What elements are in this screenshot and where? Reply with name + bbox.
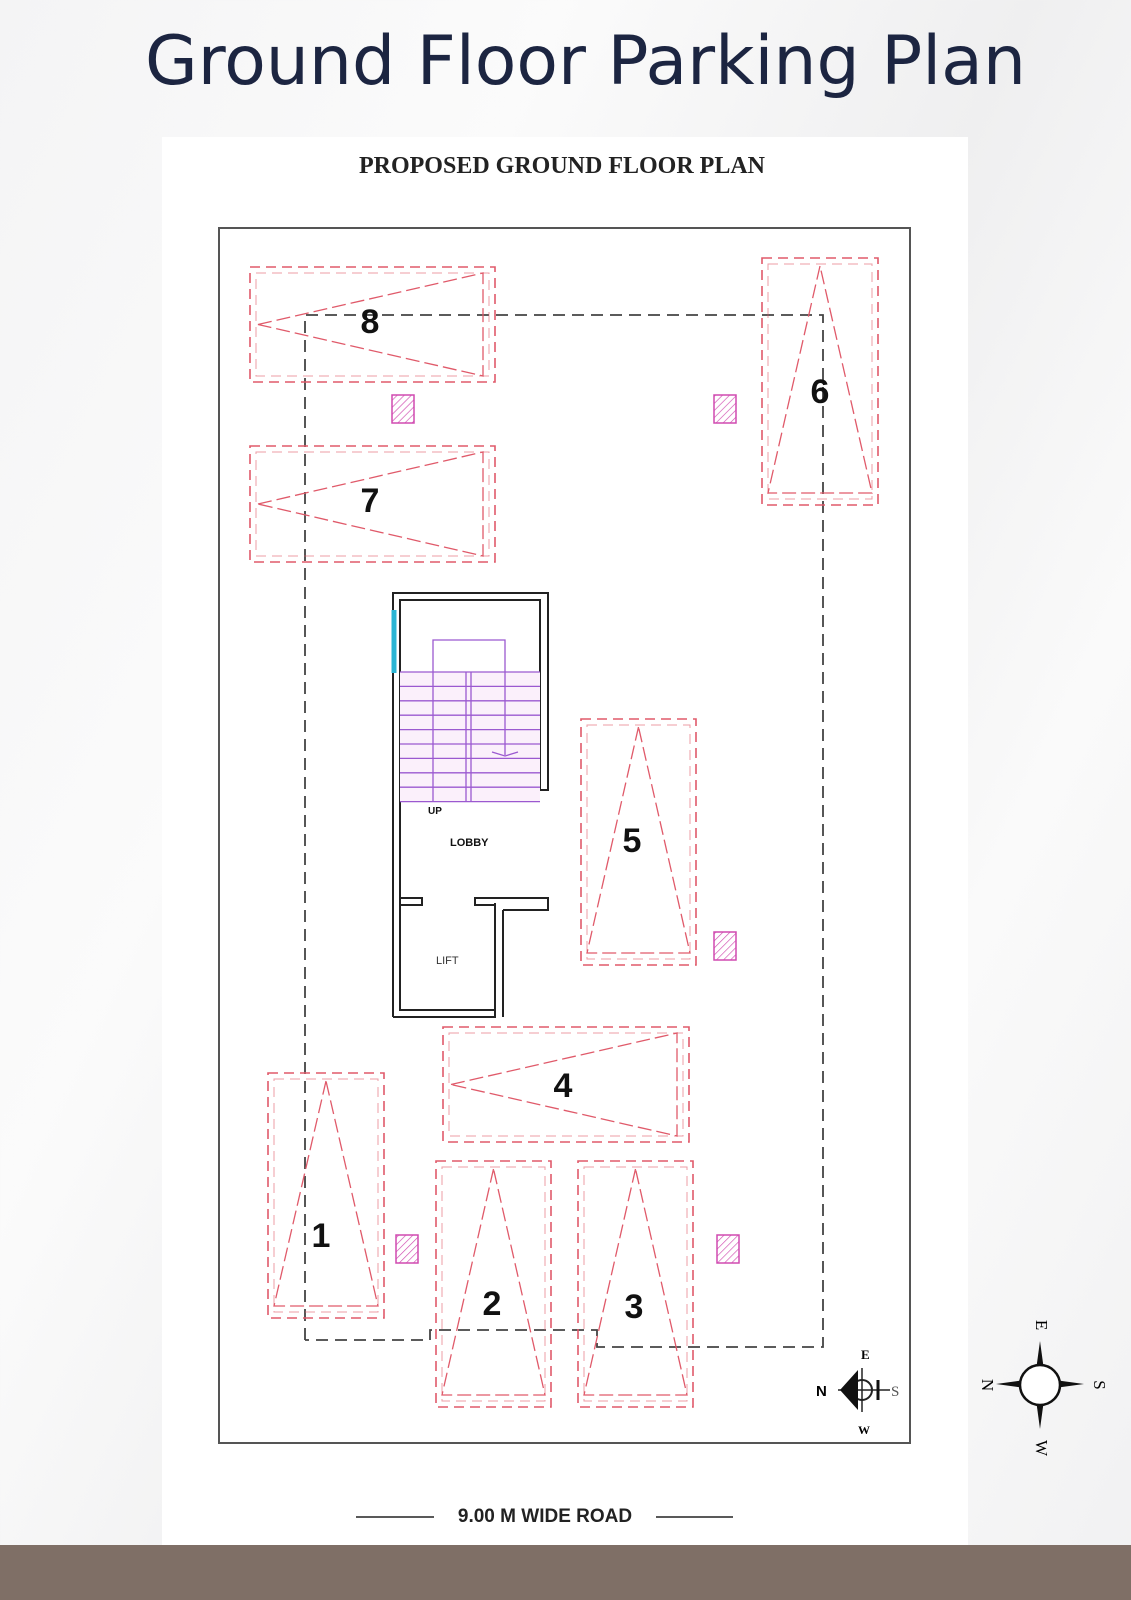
parking-slot-5: 5 xyxy=(580,718,697,966)
parking-slot-1: 1 xyxy=(267,1072,385,1319)
column-marker xyxy=(713,394,737,424)
plan-title: PROPOSED GROUND FLOOR PLAN xyxy=(359,153,766,179)
lift-label: LIFT xyxy=(436,955,459,967)
column-marker xyxy=(713,931,737,961)
drawing-sheet xyxy=(162,137,968,1545)
staircase xyxy=(400,639,540,803)
parking-slot-number: 7 xyxy=(361,482,380,520)
up-label: UP xyxy=(428,806,442,817)
compass-large-n: N xyxy=(978,1379,997,1391)
compass-large-w: W xyxy=(1032,1440,1051,1457)
parking-slot-number: 8 xyxy=(361,303,380,341)
column-marker xyxy=(716,1234,740,1264)
parking-slot-number: 4 xyxy=(554,1067,573,1105)
footer-bar xyxy=(0,1545,1131,1600)
compass-n: N xyxy=(816,1383,827,1400)
parking-slot-number: 2 xyxy=(483,1285,502,1323)
stair-core xyxy=(391,592,549,1018)
compass-small: N E S W xyxy=(816,1347,899,1437)
column-marker xyxy=(395,1234,419,1264)
parking-slot-3: 3 xyxy=(577,1160,694,1408)
parking-slot-8: 8 xyxy=(249,266,496,383)
parking-slot-6: 6 xyxy=(761,257,879,506)
compass-s: S xyxy=(891,1384,899,1400)
parking-slot-4: 4 xyxy=(442,1026,690,1143)
road-label: 9.00 M WIDE ROAD xyxy=(458,1506,632,1527)
page-title: Ground Floor Parking Plan xyxy=(145,22,1026,101)
column-marker xyxy=(391,394,415,424)
parking-slot-number: 5 xyxy=(623,822,642,860)
compass-w: W xyxy=(858,1423,870,1437)
building-line xyxy=(304,314,824,1348)
parking-slot-number: 3 xyxy=(625,1288,644,1326)
parking-slot-2: 2 xyxy=(435,1160,552,1408)
parking-slot-number: 6 xyxy=(811,373,830,411)
parking-slot-number: 1 xyxy=(312,1217,331,1255)
parking-slot-7: 7 xyxy=(249,445,496,563)
compass-e: E xyxy=(861,1347,870,1362)
compass-large: N E S W xyxy=(978,1320,1109,1457)
compass-large-e: E xyxy=(1032,1320,1051,1330)
compass-large-s: S xyxy=(1090,1380,1109,1389)
lobby-label: LOBBY xyxy=(450,837,489,849)
plot-boundary xyxy=(218,227,911,1444)
